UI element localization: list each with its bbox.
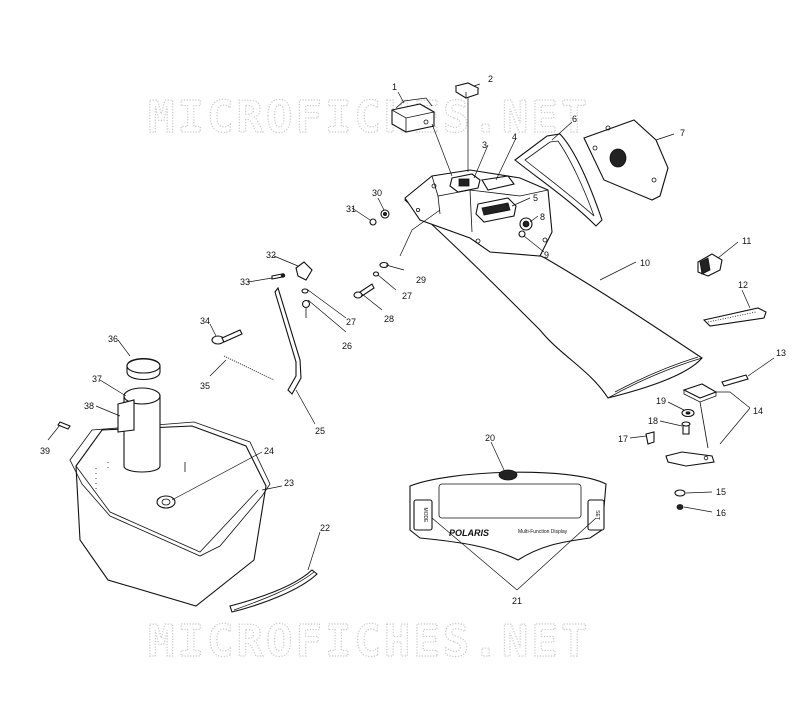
- part-3-switch: [449, 173, 481, 193]
- part-39-screw: [57, 421, 71, 430]
- part-1-latch: [391, 97, 435, 133]
- part-21-display: MODE SET POLARIS Multi-Function Display: [409, 469, 607, 561]
- display-brand: POLARIS: [449, 528, 489, 538]
- part-27-washer-b: [301, 288, 309, 294]
- callout-7: 7: [680, 128, 685, 138]
- part-17-pin: [645, 431, 655, 445]
- callout-31: 31: [346, 204, 356, 214]
- part-23-tank: [69, 421, 271, 607]
- callout-2: 2: [488, 74, 493, 84]
- callout-23: 23: [284, 478, 294, 488]
- callout-36: 36: [108, 334, 118, 344]
- part-29-washer: [379, 261, 389, 269]
- callout-labels: 1 2 3 4 5 6 7 8 9 10 11 12 13 14 15 16 1…: [40, 74, 786, 606]
- part-33-screw: [271, 273, 286, 280]
- part-12-strap: [702, 307, 767, 327]
- part-4-gauge: [481, 175, 515, 191]
- part-35-cable: [223, 355, 275, 381]
- watermark-bottom: MICROFICHES.NET: [148, 616, 590, 667]
- part-25-rod: [274, 286, 302, 395]
- callout-30: 30: [372, 188, 382, 198]
- set-button-label: SET: [594, 510, 600, 520]
- callout-22: 22: [320, 523, 330, 533]
- callout-39: 39: [40, 446, 50, 456]
- part-13-bolt: [721, 374, 749, 387]
- part-38-clamp: [117, 399, 135, 433]
- part-22-pad: [229, 569, 318, 613]
- callout-35: 35: [200, 381, 210, 391]
- watermark-top: MICROFICHES.NET: [148, 92, 590, 143]
- part-28-bolt: [353, 283, 375, 299]
- part-30-nut: [380, 209, 390, 219]
- callout-9: 9: [544, 250, 549, 260]
- mode-button-label: MODE: [422, 508, 428, 524]
- callout-18: 18: [648, 416, 658, 426]
- leader-lines: [47, 83, 775, 591]
- part-16-nut: [676, 504, 684, 510]
- callout-24: 24: [264, 446, 274, 456]
- callout-20: 20: [485, 433, 495, 443]
- callout-3: 3: [482, 140, 487, 150]
- part-7-panel: [583, 119, 669, 201]
- part-5-block: [475, 197, 517, 223]
- part-31-screw: [369, 218, 377, 226]
- callout-34: 34: [200, 316, 210, 326]
- callout-14: 14: [753, 406, 763, 416]
- callout-4: 4: [512, 132, 517, 142]
- callout-27-right: 27: [402, 291, 412, 301]
- part-14-bracket: [665, 383, 718, 467]
- callout-1: 1: [392, 82, 397, 92]
- callout-19: 19: [656, 396, 666, 406]
- callout-12: 12: [738, 280, 748, 290]
- part-36-cap: [126, 357, 161, 381]
- callout-28: 28: [384, 314, 394, 324]
- part-18-screw: [681, 421, 691, 435]
- part-15-washer: [674, 489, 686, 497]
- callout-33: 33: [240, 277, 250, 287]
- callout-16: 16: [716, 508, 726, 518]
- callout-5: 5: [533, 193, 538, 203]
- part-34-eyelet: [211, 329, 243, 345]
- callout-26: 26: [342, 341, 352, 351]
- callout-27-left: 27: [346, 317, 356, 327]
- part-9-nut: [518, 230, 526, 238]
- part-32-bracket: [295, 261, 313, 281]
- callout-17: 17: [618, 434, 628, 444]
- callout-13: 13: [776, 348, 786, 358]
- callout-10: 10: [640, 258, 650, 268]
- part-6-windshield: [514, 133, 603, 227]
- callout-29: 29: [416, 275, 426, 285]
- part-2-cap: [454, 82, 480, 99]
- callout-21: 21: [512, 596, 522, 606]
- part-11-clip: [697, 253, 723, 277]
- part-26-bolt: [301, 299, 311, 318]
- callout-8: 8: [540, 212, 545, 222]
- part-8-knob: [519, 217, 533, 231]
- display-caption: Multi-Function Display: [518, 529, 568, 535]
- callout-38: 38: [84, 401, 94, 411]
- callout-11: 11: [742, 236, 751, 246]
- callout-6: 6: [572, 114, 577, 124]
- part-19-washer: [681, 408, 695, 418]
- callout-32: 32: [266, 250, 276, 260]
- callout-15: 15: [716, 487, 726, 497]
- callout-25: 25: [315, 426, 325, 436]
- part-27-washer-a: [372, 271, 380, 277]
- callout-37: 37: [92, 374, 102, 384]
